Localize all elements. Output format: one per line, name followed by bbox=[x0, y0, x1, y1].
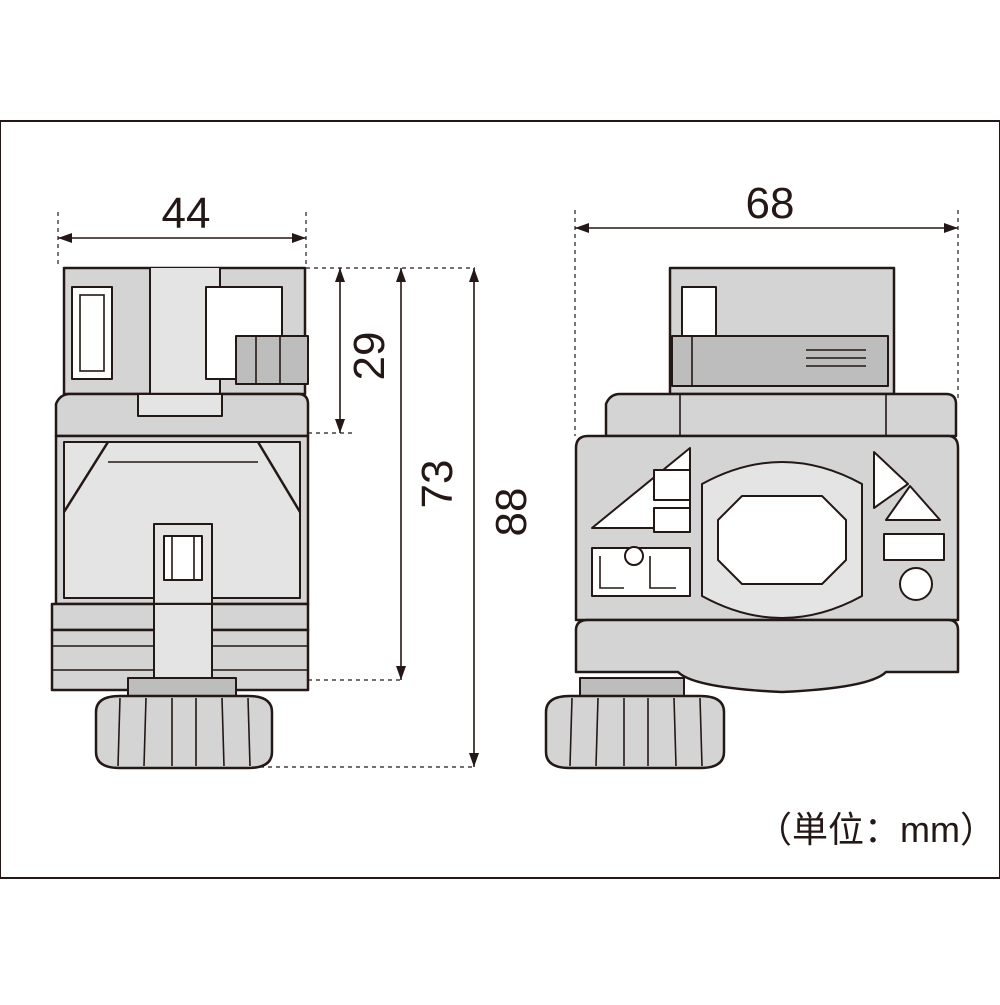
unit-label: （単位：mm） bbox=[756, 809, 996, 850]
dim-29-arrow-top bbox=[335, 268, 345, 282]
dim-68-arrow-right bbox=[944, 223, 958, 233]
front-round-hole bbox=[899, 567, 933, 601]
side-top-window-left-inner bbox=[79, 294, 105, 372]
side-knob-rib-1 bbox=[117, 697, 121, 767]
side-chamfer-left bbox=[62, 441, 110, 513]
side-knob-rib-2 bbox=[143, 697, 147, 767]
side-main-face bbox=[63, 441, 301, 599]
side-knob-collar bbox=[127, 677, 237, 697]
vertical-extension-lines bbox=[252, 267, 475, 768]
dim-68-label: 68 bbox=[746, 179, 795, 228]
dim-44-label: 44 bbox=[162, 189, 211, 238]
front-square-left-upper bbox=[653, 469, 691, 501]
front-knob-rib-5 bbox=[673, 697, 677, 767]
dim-88-arrow-bottom bbox=[469, 753, 479, 767]
dim-29-label: 29 bbox=[345, 332, 394, 381]
side-knob bbox=[94, 694, 274, 770]
side-top-window-left bbox=[71, 286, 113, 380]
front-triangle-right-middle bbox=[885, 485, 941, 521]
front-shoulder bbox=[604, 392, 958, 438]
front-square-left-middle bbox=[653, 507, 691, 533]
front-panel-left-lower bbox=[591, 547, 691, 597]
dimension-68: 68 bbox=[574, 179, 959, 436]
side-screw-window bbox=[163, 535, 203, 581]
dimension-88: 88 bbox=[469, 268, 536, 767]
dim-44-arrow-right bbox=[292, 233, 306, 243]
dim-44-arrow-left bbox=[58, 233, 72, 243]
side-view bbox=[50, 266, 310, 770]
front-clip-tab bbox=[671, 335, 889, 387]
front-knob-rib-2 bbox=[595, 697, 599, 767]
front-pipe-bore bbox=[717, 495, 847, 585]
front-panel-right-middle bbox=[883, 533, 945, 561]
front-knob-rib-6 bbox=[699, 697, 703, 767]
side-shoulder-slot bbox=[137, 393, 223, 417]
side-clip-tab bbox=[235, 335, 309, 385]
dimension-73: 73 bbox=[396, 268, 462, 680]
dim-88-arrow-top bbox=[469, 268, 479, 282]
front-triangle-right-upper bbox=[873, 451, 909, 509]
front-knob bbox=[544, 694, 726, 770]
dim-68-arrow-left bbox=[575, 223, 589, 233]
dim-29-arrow-bottom bbox=[335, 419, 345, 433]
front-left-bracket-marks bbox=[599, 556, 676, 589]
front-clamp-jaw bbox=[574, 618, 960, 694]
side-knob-rib-6 bbox=[247, 697, 251, 767]
dim-88-label: 88 bbox=[487, 488, 536, 537]
dimension-44: 44 bbox=[57, 189, 307, 268]
dimension-29: 29 bbox=[335, 268, 394, 433]
side-knob-rib-5 bbox=[221, 697, 225, 767]
front-view bbox=[544, 266, 960, 770]
dim-73-arrow-bottom bbox=[396, 666, 406, 680]
front-small-hole bbox=[624, 546, 644, 566]
dim-73-arrow-top bbox=[396, 268, 406, 282]
front-knob-collar bbox=[579, 677, 685, 697]
front-knob-rib-1 bbox=[569, 697, 573, 767]
side-clamp-stem-face bbox=[153, 603, 213, 691]
dim-73-label: 73 bbox=[413, 460, 462, 509]
side-chamfer-right bbox=[256, 441, 302, 513]
